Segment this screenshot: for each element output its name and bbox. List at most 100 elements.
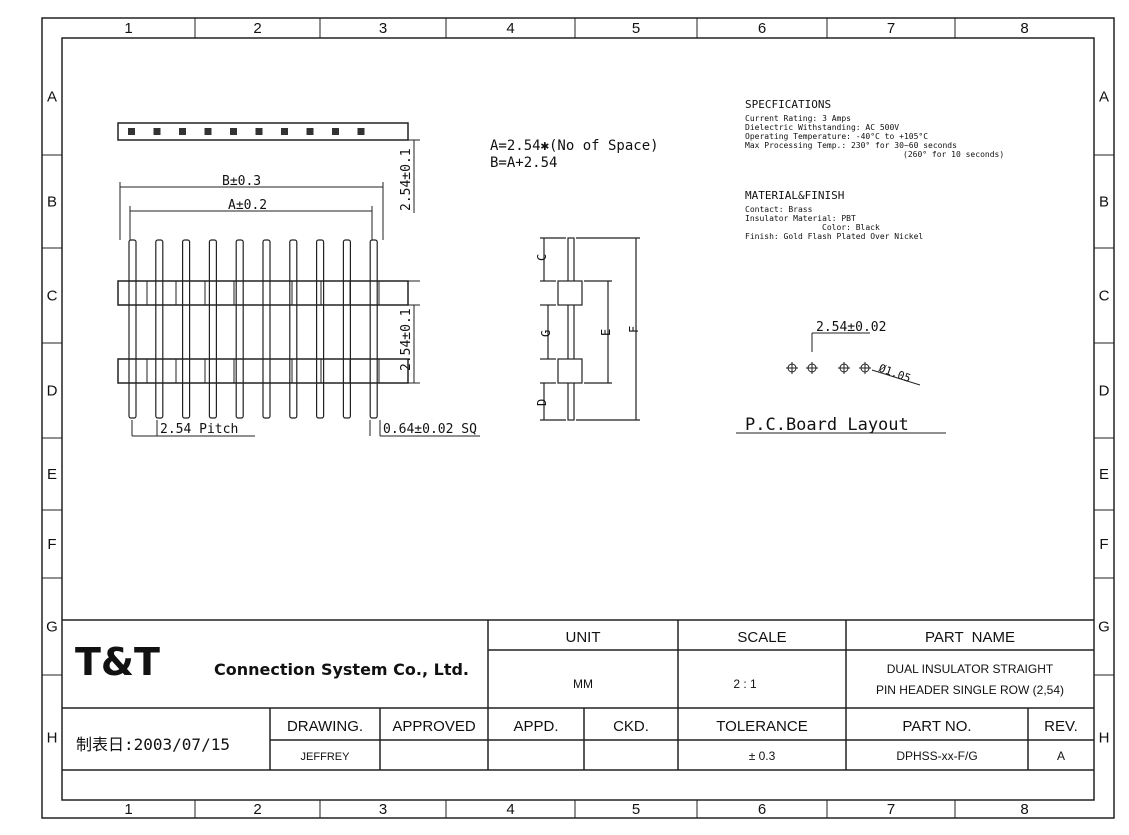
company-name: Connection System Co., Ltd. xyxy=(214,660,469,679)
pin xyxy=(208,239,217,419)
outer-frame xyxy=(41,17,1115,819)
part-no-label: PART NO. xyxy=(902,718,971,735)
pin-size-label: 0.64±0.02 SQ xyxy=(383,422,477,437)
zone-row-label: G xyxy=(1098,619,1110,636)
zone-column-label: 6 xyxy=(758,20,766,37)
dim-a-label: A±0.2 xyxy=(228,198,267,213)
zone-row-label: G xyxy=(46,619,58,636)
zone-row-label: B xyxy=(47,194,57,211)
pin-hole xyxy=(153,128,161,135)
drawing-date: 制表日:2003/07/15 xyxy=(76,735,230,754)
zone-column-label: 3 xyxy=(379,801,387,818)
dim-mid-height-label: 2.54±0.1 xyxy=(399,308,414,371)
layout-spacing-label: 2.54±0.02 xyxy=(816,320,886,335)
dim-b-label: B±0.3 xyxy=(222,174,261,189)
ckd-label: CKD. xyxy=(613,718,649,735)
zone-column-label: 6 xyxy=(758,801,766,818)
material-line: Insulator Material: PBT xyxy=(745,214,856,223)
zone-row-label: D xyxy=(47,383,58,400)
layout-hole-label: Ø1.05 xyxy=(877,362,913,386)
zone-column-label: 5 xyxy=(632,801,640,818)
header-top-view xyxy=(117,122,409,141)
pin xyxy=(155,239,164,419)
zone-column-label: 1 xyxy=(124,20,132,37)
appd-label: APPD. xyxy=(513,718,558,735)
unit-label: UNIT xyxy=(566,629,601,646)
zone-column-label: 8 xyxy=(1020,20,1028,37)
zone-column-label: 7 xyxy=(887,20,895,37)
zone-row-label: C xyxy=(1099,288,1110,305)
pin-hole xyxy=(230,128,237,135)
material-line: Finish: Gold Flash Plated Over Nickel xyxy=(745,232,923,241)
company-logo: T&T xyxy=(75,640,160,684)
pin-hole xyxy=(332,128,339,135)
dim-top-height-label: 2.54±0.1 xyxy=(399,148,414,211)
dimension-lines xyxy=(119,139,480,437)
part-name-line1: DUAL INSULATOR STRAIGHT xyxy=(887,662,1054,676)
zone-column-label: 2 xyxy=(253,801,261,818)
pin-hole xyxy=(128,128,135,135)
zone-column-label: 7 xyxy=(887,801,895,818)
zone-column-label: 3 xyxy=(379,20,387,37)
zone-column-label: 4 xyxy=(506,801,514,818)
spec-line: Max Processing Temp.: 230° for 30~60 sec… xyxy=(745,141,957,150)
specs-title: SPECFICATIONS xyxy=(745,98,831,111)
specifications: SPECFICATIONS Current Rating: 3 Amps Die… xyxy=(745,98,1004,159)
zone-row-label: D xyxy=(1099,383,1110,400)
scale-value: 2 : 1 xyxy=(733,677,757,691)
zone-row-label: E xyxy=(1099,466,1109,483)
spec-line: Dielectric Withstanding: AC 500V xyxy=(745,123,899,132)
material-title: MATERIAL&FINISH xyxy=(745,189,844,202)
side-label-e: E xyxy=(599,329,613,336)
pin-hole xyxy=(306,128,314,135)
pitch-label: 2.54 Pitch xyxy=(160,422,238,437)
pin xyxy=(128,239,137,419)
approved-label: APPROVED xyxy=(392,718,476,735)
unit-value: MM xyxy=(573,677,593,691)
pin xyxy=(342,239,351,419)
spec-line: Current Rating: 3 Amps xyxy=(745,114,851,123)
header-front-view xyxy=(117,239,409,419)
zone-column-label: 1 xyxy=(124,801,132,818)
pin xyxy=(369,239,378,419)
pin xyxy=(289,239,298,419)
side-label-f: F xyxy=(627,326,641,333)
zone-row-label: A xyxy=(1099,89,1109,106)
scale-label: SCALE xyxy=(737,629,786,646)
pin-hole xyxy=(204,128,212,135)
zone-row-label: B xyxy=(1099,194,1109,211)
header-side-view xyxy=(540,237,640,421)
zone-column-label: 5 xyxy=(632,20,640,37)
material-line: Color: Black xyxy=(822,223,880,232)
side-label-g: G xyxy=(539,330,553,337)
zone-row-label: F xyxy=(47,536,56,553)
title-block-grid xyxy=(62,619,1094,771)
pin xyxy=(316,239,325,419)
pin xyxy=(182,239,191,419)
zone-column-label: 4 xyxy=(506,20,514,37)
pin-hole xyxy=(179,128,186,135)
zone-row-label: E xyxy=(47,466,57,483)
pin-hole xyxy=(281,128,288,135)
spec-line: Operating Temperature: -40°C to +105°C xyxy=(745,132,928,141)
zone-row-label: H xyxy=(47,730,58,747)
part-no-value: DPHSS-xx-F/G xyxy=(896,749,977,763)
drawing-value: JEFFREY xyxy=(301,751,351,763)
tolerance-label: TOLERANCE xyxy=(716,718,807,735)
tolerance-value: ± 0.3 xyxy=(749,749,776,763)
formula-b: B=A+2.54 xyxy=(490,155,557,171)
pin-hole xyxy=(255,128,263,135)
zone-row-label: H xyxy=(1099,730,1110,747)
formula-a: A=2.54✱(No of Space) xyxy=(490,138,659,154)
zone-ticks xyxy=(42,18,1114,818)
side-label-d: D xyxy=(535,399,549,406)
rev-value: A xyxy=(1057,749,1065,763)
part-name-line2: PIN HEADER SINGLE ROW (2,54) xyxy=(876,683,1064,697)
zone-row-label: A xyxy=(47,89,57,106)
pin xyxy=(235,239,244,419)
material-line: Contact: Brass xyxy=(745,205,813,214)
rev-label: REV. xyxy=(1044,718,1078,735)
layout-title: P.C.Board Layout xyxy=(745,415,909,435)
